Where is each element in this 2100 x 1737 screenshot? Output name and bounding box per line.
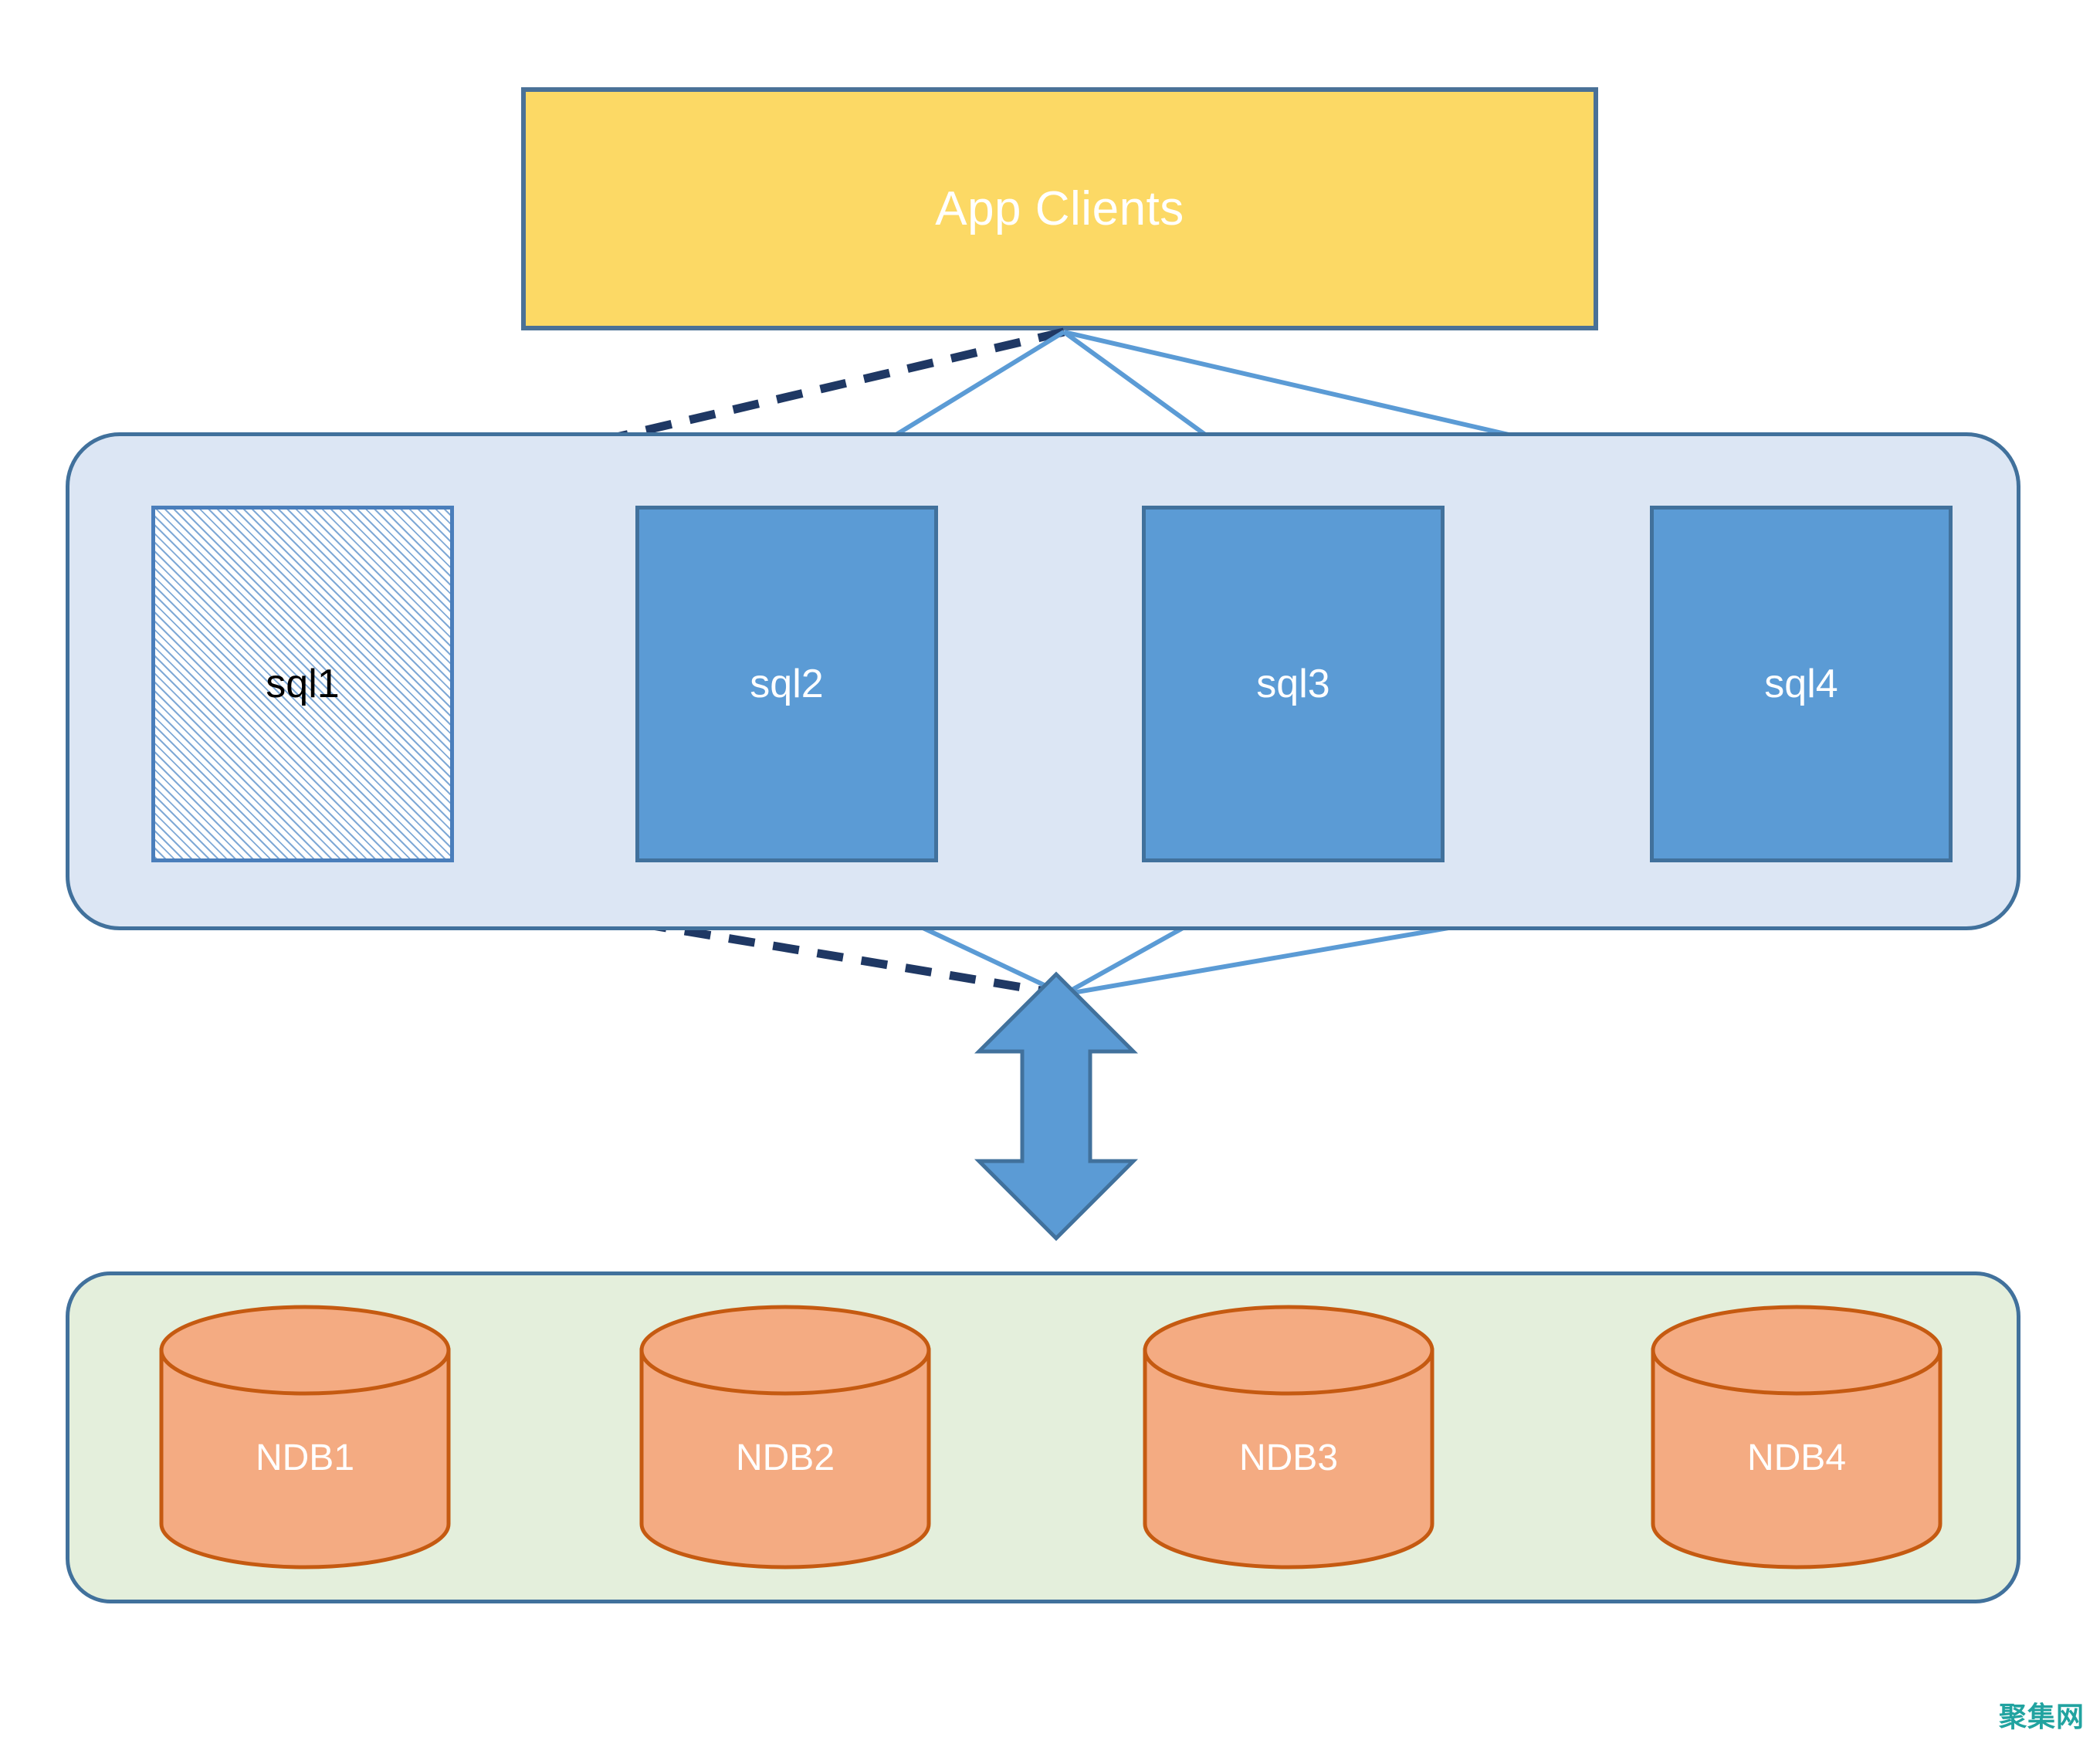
sql-node-sql1[interactable]: sql1 bbox=[151, 506, 454, 862]
cylinder-icon bbox=[1143, 1305, 1434, 1569]
sql-node-sql2[interactable]: sql2 bbox=[635, 506, 938, 862]
ndb-node-ndb1[interactable]: NDB1 bbox=[158, 1304, 452, 1570]
cylinder-icon bbox=[159, 1305, 451, 1569]
sql-node-label: sql4 bbox=[1764, 662, 1838, 706]
sql-node-label: sql2 bbox=[750, 662, 824, 706]
watermark: 聚集网 bbox=[1998, 1701, 2085, 1732]
sql-node-sql3[interactable]: sql3 bbox=[1142, 506, 1445, 862]
sql-node-label: sql3 bbox=[1256, 662, 1330, 706]
cylinder-icon bbox=[1651, 1305, 1942, 1569]
app-clients-box[interactable]: App Clients bbox=[521, 87, 1598, 330]
sync-double-arrow bbox=[974, 971, 1138, 1241]
ndb-node-ndb4[interactable]: NDB4 bbox=[1650, 1304, 1943, 1570]
ndb-node-ndb3[interactable]: NDB3 bbox=[1142, 1304, 1435, 1570]
app-clients-label: App Clients bbox=[935, 181, 1184, 235]
sql-node-sql4[interactable]: sql4 bbox=[1650, 506, 1953, 862]
ndb-node-ndb2[interactable]: NDB2 bbox=[638, 1304, 932, 1570]
sql-node-label: sql1 bbox=[266, 662, 340, 706]
cylinder-icon bbox=[639, 1305, 931, 1569]
